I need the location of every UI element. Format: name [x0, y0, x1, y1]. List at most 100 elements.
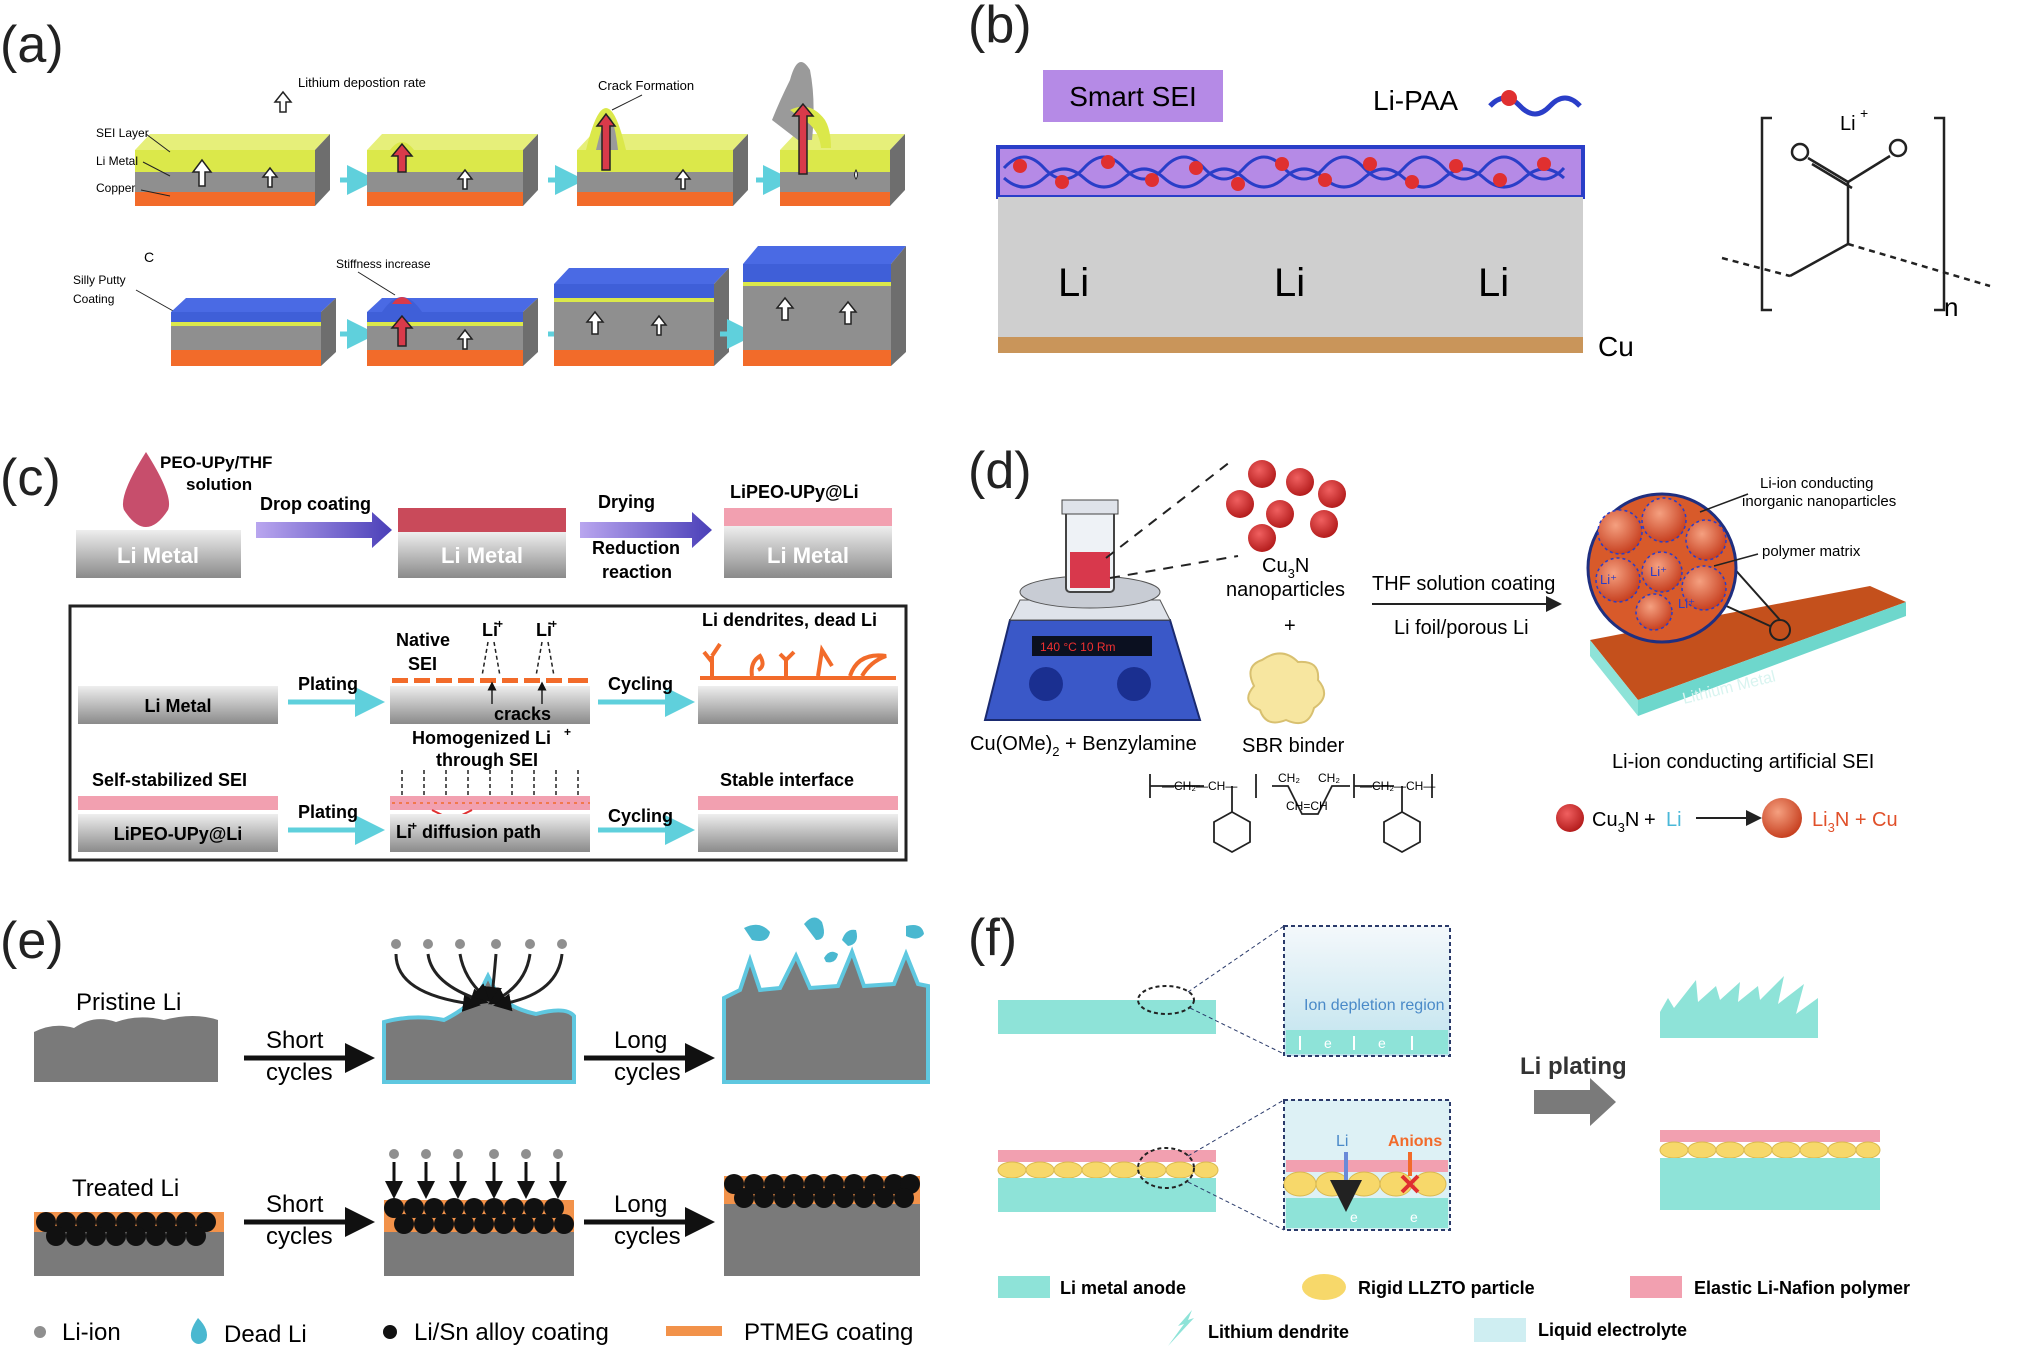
cu3n-nanoparticles [1226, 460, 1346, 552]
panel-a: Lithium depostion rate [73, 62, 906, 366]
rxn-cu3n: Cu3N [1592, 809, 1639, 835]
native-label-2: SEI [408, 654, 437, 674]
li-plus-b-sup: + [550, 617, 557, 631]
a-row2-block2 [367, 297, 538, 366]
drying-label: Drying [598, 492, 655, 512]
smart-sei-box [1043, 70, 1223, 122]
mechanism-box [68, 604, 908, 862]
legend-f-0: Li metal anode [1060, 1278, 1186, 1298]
sbr-formula-4: CH=CH [1286, 799, 1328, 813]
row2-metal: LiPEO-UPy@Li [114, 824, 243, 844]
long-label-2a: Long [614, 1191, 667, 1218]
rxn-n: N [1625, 809, 1639, 831]
a-row2-block4 [743, 246, 906, 366]
panel-d: 140 °C 10 Rm Cu(OMe)2 + Benzylamine Cu3N… [970, 460, 1906, 854]
depletion-label: Ion depletion region [1304, 997, 1445, 1014]
li-metal-b: Li Metal [441, 543, 523, 568]
stiffness-label: Stiffness increase [336, 257, 431, 271]
a-row2-block1 [171, 298, 336, 366]
long-label-1a: Long [614, 1027, 667, 1054]
sbr-formula-2: CH₂ [1278, 771, 1300, 785]
li-layer [998, 197, 1583, 337]
treated-label: Treated Li [72, 1175, 179, 1202]
self-stabilized-label: Self-stabilized SEI [92, 770, 247, 790]
paa-structure [1721, 116, 1991, 312]
li-metal-a: Li Metal [117, 543, 199, 568]
li-plating-label: Li plating [1520, 1053, 1627, 1080]
drop-coating-label: Drop coating [260, 494, 371, 514]
cracks-label: cracks [494, 704, 551, 724]
panel-label-b: (b) [968, 0, 1032, 54]
zoom-li-1: Li⁺ [1600, 572, 1617, 587]
zoom-li-2: Li⁺ [1650, 564, 1667, 579]
putty-label-2: Coating [73, 292, 114, 306]
f-li-label: Li [1336, 1133, 1348, 1150]
paa-li-sup: + [1860, 105, 1868, 121]
li-plus-a-sup: + [496, 617, 503, 631]
sei-slab-top [1590, 586, 1906, 700]
native-label-1: Native [396, 630, 450, 650]
cu3n-label: Cu3N [1262, 555, 1309, 581]
li-plus-a: Li [482, 620, 498, 640]
plating-label-1: Plating [298, 674, 358, 694]
plating-arrow [1534, 1078, 1616, 1126]
rxn-product: Li3N + Cu [1812, 809, 1898, 835]
hotplate-display: 140 °C 10 Rm [1040, 640, 1116, 654]
legend-f-3: Lithium dendrite [1208, 1322, 1349, 1342]
legend-f-1: Rigid LLZTO particle [1358, 1278, 1535, 1298]
short-label-2a: Short [266, 1191, 324, 1218]
dendrites-label: Li dendrites, dead Li [702, 610, 877, 630]
cu3n-n: N [1295, 555, 1309, 577]
cu-bar [998, 337, 1583, 353]
thf-label: THF solution coating [1372, 573, 1555, 595]
legend-alloy-icon [383, 1325, 397, 1339]
a-row1-block1 [135, 134, 330, 206]
putty-label-1: Silly Putty [73, 273, 126, 287]
diffusion-label: diffusion path [422, 822, 541, 842]
row1-li-metal-box [78, 686, 278, 724]
legend-e-3: PTMEG coating [744, 1319, 913, 1346]
paa-li-label: Li [1840, 113, 1856, 135]
short-label-1a: Short [266, 1027, 324, 1054]
rxn-li: Li [1666, 809, 1682, 831]
rxn-cu-sub: 3 [1618, 820, 1625, 835]
rxn-cu: Cu [1592, 809, 1618, 831]
cu-label: Cu [1598, 331, 1634, 362]
bare-li-anode [998, 1000, 1216, 1034]
panel-f: Ion depletion region e e Li Anions [997, 925, 1910, 1346]
conduct-label-1: Li-ion conducting [1760, 475, 1873, 492]
sbr-formula-3: CH₂ [1318, 771, 1340, 785]
a-row1-block3 [577, 108, 748, 206]
li-metal-label: Li Metal [96, 154, 138, 168]
legend-e-1: Dead Li [224, 1321, 307, 1348]
e-minus-2: e [1378, 1035, 1386, 1051]
drop-icon [122, 452, 170, 527]
sbr-structure [1149, 774, 1433, 854]
nano-label: nanoparticles [1226, 579, 1345, 601]
legend-dendrite-icon [1168, 1310, 1194, 1346]
cuome-label: Cu(OMe)2 + Benzylamine [970, 733, 1197, 759]
rxn-prod-li: Li [1812, 809, 1828, 831]
pristine-label: Pristine Li [76, 989, 181, 1016]
legend-dead-li-icon [190, 1318, 207, 1344]
artificial-sei-label: Li-ion conducting artificial SEI [1612, 751, 1874, 773]
a-row2-block3 [554, 268, 729, 366]
cuome-text-2: + Benzylamine [1059, 733, 1196, 755]
treated-li [34, 1212, 224, 1276]
long-label-2b: cycles [614, 1223, 681, 1250]
pristine-li [34, 1016, 218, 1082]
a-row1-block2 [367, 134, 538, 206]
panel-e: Pristine Li Short cycles Long cycles Tre… [34, 917, 930, 1348]
rxn-prod-sub: 3 [1828, 820, 1835, 835]
up-arrow-icon [273, 90, 293, 113]
native-sei: Native SEI Li + Li + cracks [390, 617, 590, 724]
legend-f-2: Elastic Li-Nafion polymer [1694, 1278, 1910, 1298]
homog-arrows [401, 770, 579, 796]
panel-c: PEO-UPy/THF solution Li Metal Drop coati… [68, 452, 908, 862]
cu3n-sub: 3 [1288, 566, 1295, 581]
pristine-long [722, 917, 930, 1084]
zoom-li-3: Li⁺ [1678, 596, 1695, 611]
li-metal-box-c [724, 526, 892, 578]
li-metal-box-a [76, 530, 241, 578]
